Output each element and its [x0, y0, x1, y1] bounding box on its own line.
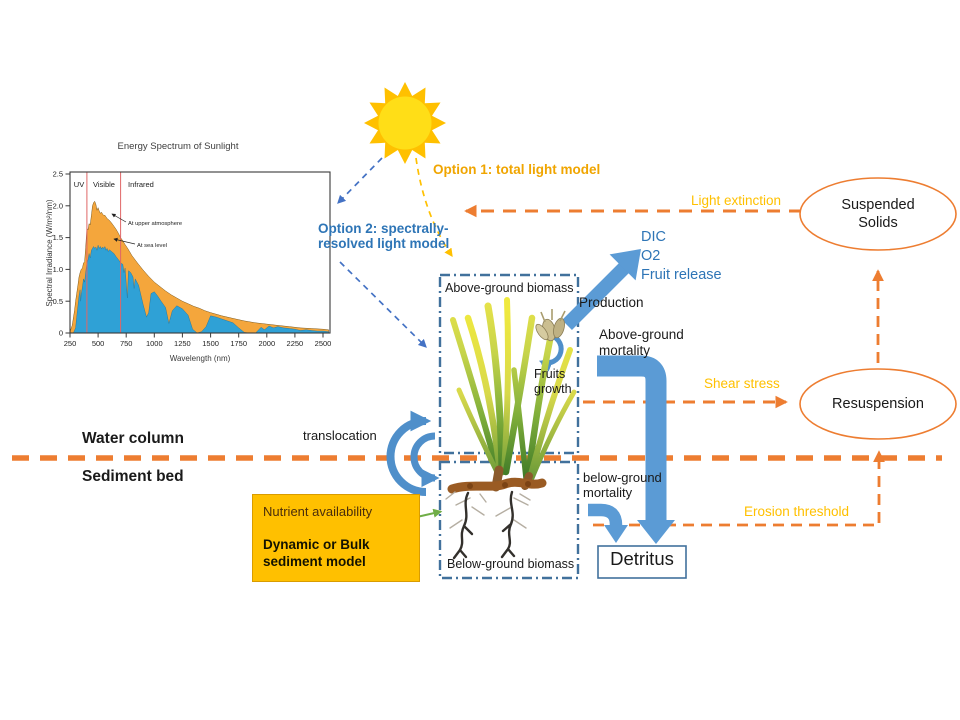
above-ground-mortality-arrowhead	[637, 520, 675, 544]
shear-stress-label: Shear stress	[704, 376, 780, 391]
below-ground-mortality-label: below-ground mortality	[583, 470, 662, 500]
nutrient-to-roots-arrow	[418, 508, 443, 518]
suspended-solids-label: Suspended Solids	[800, 196, 956, 232]
sun-icon	[364, 82, 446, 164]
nodes	[438, 177, 957, 580]
annotation-sea-level: At sea level	[137, 243, 167, 249]
x-tick-label: 500	[92, 339, 105, 348]
resuspension-ellipse	[799, 368, 957, 440]
above-ground-biomass-label: Above-ground biomass	[445, 281, 574, 295]
x-tick-label: 1500	[202, 339, 219, 348]
y-tick-label: 2.5	[53, 170, 63, 179]
option1-label: Option 1: total light model	[433, 162, 601, 177]
sun-to-chart-dashed-arrow	[337, 157, 383, 204]
suspended-line2: Solids	[858, 215, 898, 231]
erosion-threshold-arrow	[593, 450, 885, 527]
rhizome	[447, 465, 547, 494]
seagrass-illustration	[445, 297, 577, 560]
chart-region-labels: UV Visible Infrared	[74, 180, 154, 189]
translocation-up-arrow	[386, 410, 432, 496]
dic-label: DIC	[641, 229, 666, 245]
y-tick-label: 1.0	[53, 265, 63, 274]
chart-ticks: 250 500 750 1000 1250 1500 1750 2000 2250 2500 0 0.…	[53, 170, 332, 348]
spectrum-sea-level-area	[73, 244, 329, 334]
below-ground-mortality-arrow	[588, 503, 623, 526]
o2-label: O2	[641, 248, 661, 264]
nutrient-line3: sediment model	[263, 554, 366, 569]
roots	[445, 490, 531, 560]
spectrum-region-lines	[86, 172, 122, 333]
x-tick-label: 2000	[258, 339, 275, 348]
resuspension-label: Resuspension	[832, 396, 924, 412]
nutrient-availability-label: Nutrient availability	[263, 504, 373, 519]
x-tick-label: 1750	[230, 339, 247, 348]
suspended-solids-ellipse	[799, 177, 957, 251]
fruits-line2: growth	[534, 382, 572, 396]
region-label-uv: UV	[74, 180, 84, 189]
nutrient-model-box	[252, 494, 420, 582]
water-column-label: Water column	[82, 430, 184, 447]
nutrient-line2: Dynamic or Bulk	[263, 537, 370, 552]
light-extinction-label: Light extinction	[691, 193, 782, 208]
production-arrow	[562, 262, 630, 330]
fruits-line1: Fruits	[534, 367, 566, 381]
bg-mortality-line2: mortality	[583, 485, 633, 500]
annotation-arrow-sea	[113, 237, 136, 245]
translocation-down-arrow	[410, 432, 440, 488]
y-tick-label: 0	[59, 329, 63, 338]
x-tick-label: 1250	[174, 339, 191, 348]
fruit-release-label: Fruit release	[641, 267, 722, 283]
x-tick-label: 2250	[287, 339, 304, 348]
annotation-arrow-upper	[111, 213, 127, 223]
annotation-upper-atmosphere: At upper atmosphere	[128, 221, 182, 227]
chart-plot-border	[69, 171, 331, 334]
below-ground-biomass-label: Below-ground biomass	[447, 557, 575, 571]
chart-annotations: At upper atmosphere At sea level	[111, 213, 182, 249]
option2-line2: resolved light model	[318, 236, 450, 251]
sun-disc	[378, 96, 432, 150]
detritus-label: Detritus	[610, 548, 674, 569]
bg-mortality-line1: below-ground	[583, 470, 662, 485]
option2-to-biomass-dashed-arrow	[339, 261, 427, 348]
dashed-connectors	[12, 157, 942, 527]
y-tick-label: 2.0	[53, 201, 63, 210]
region-label-visible: Visible	[93, 180, 115, 189]
region-label-infrared: Infrared	[128, 180, 154, 189]
option2-line1: Option 2: spectrally-	[318, 221, 449, 236]
chart-xlabel: Wavelength (nm)	[170, 354, 231, 363]
production-label: Production	[579, 295, 644, 310]
seagrass-fruit	[535, 309, 566, 342]
seagrass-leaves	[450, 297, 577, 482]
detritus-box	[597, 545, 687, 579]
sun-to-biomass-dashed-arrow	[415, 157, 453, 258]
chart-ylabel: Spectral Irradiance (W/m²/nm)	[45, 199, 54, 306]
x-tick-label: 2500	[315, 339, 332, 348]
energy-spectrum-chart: 250 500 750 1000 1250 1500 1750 2000 2250 2500 0 0.…	[45, 141, 331, 363]
ag-mortality-line2: mortality	[599, 343, 651, 358]
x-tick-label: 1000	[146, 339, 163, 348]
production-arrowhead	[609, 249, 641, 281]
x-tick-label: 250	[64, 339, 77, 348]
ag-mortality-line1: Above-ground	[599, 327, 684, 342]
y-tick-label: 1.5	[53, 233, 63, 242]
translocation-label: translocation	[303, 428, 377, 443]
erosion-threshold-label: Erosion threshold	[744, 504, 850, 519]
sediment-model-label: Dynamic or Bulk sediment model	[263, 536, 370, 570]
option2-label: Option 2: spectrally- resolved light mod…	[318, 221, 449, 251]
x-tick-label: 750	[120, 339, 133, 348]
below-ground-mortality-arrowhead	[604, 525, 628, 543]
suspended-line1: Suspended	[841, 197, 915, 213]
y-tick-label: 0.5	[53, 297, 63, 306]
above-ground-mortality-label: Above-ground mortality	[599, 327, 684, 359]
above-ground-mortality-arrow	[597, 355, 667, 520]
fruits-growth-label: Fruits growth	[534, 367, 572, 397]
release-products-label: DIC O2 Fruit release	[641, 228, 722, 285]
chart-title: Energy Spectrum of Sunlight	[118, 141, 239, 152]
sediment-bed-label: Sediment bed	[82, 468, 184, 485]
